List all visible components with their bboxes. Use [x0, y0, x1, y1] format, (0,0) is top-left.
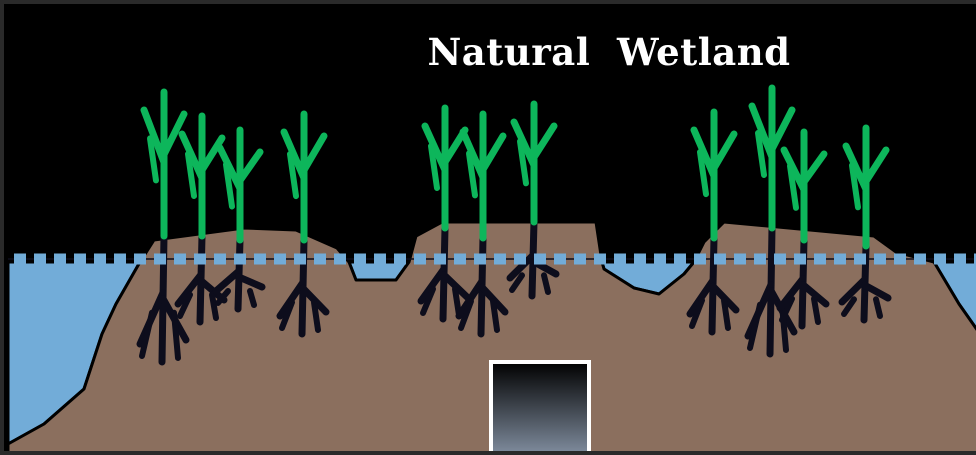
plant-leaves [284, 114, 324, 240]
plant-leaves [144, 92, 184, 236]
drain-pipe [491, 362, 589, 455]
diagram-title: Natural Wetland [384, 30, 834, 74]
plant-leaves [784, 132, 824, 240]
plant-leaves [220, 130, 260, 240]
wetland-plant [280, 114, 326, 334]
plant-leaves [514, 104, 554, 222]
wetland-plant [510, 104, 556, 296]
wetland-plant [421, 108, 467, 319]
plant-leaves [463, 114, 503, 238]
plant-leaves [694, 112, 734, 238]
plant-leaves [425, 108, 465, 228]
plant-leaves [182, 116, 222, 236]
wetland-plant [842, 128, 888, 320]
wetland-plant [216, 130, 262, 309]
plant-leaves [846, 128, 886, 246]
